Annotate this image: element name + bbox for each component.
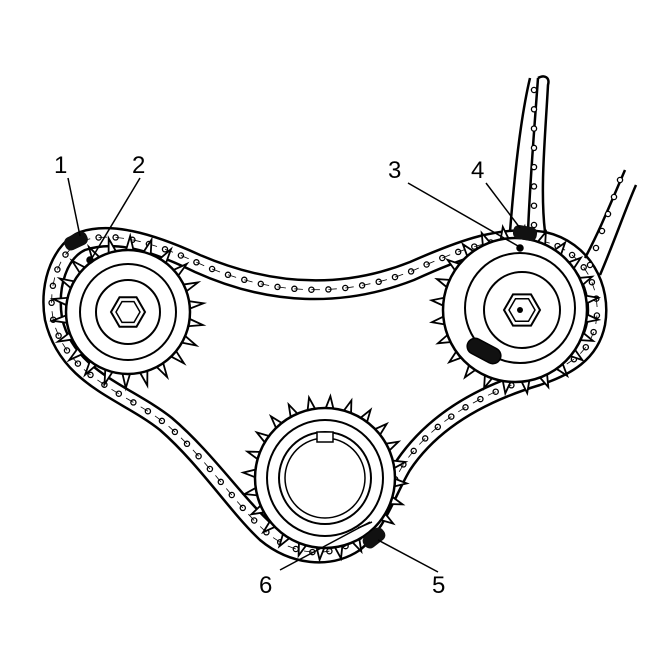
callout-5: 5 xyxy=(432,572,445,599)
leader-5 xyxy=(378,540,438,572)
callout-1: 1 xyxy=(54,152,67,179)
chain-roller xyxy=(531,87,536,92)
chain-roller xyxy=(242,277,247,282)
leader-4 xyxy=(486,183,520,228)
chain-roller xyxy=(531,107,536,112)
leader-3 xyxy=(408,183,518,246)
chain-roller xyxy=(531,165,536,170)
chain-roller xyxy=(611,194,616,199)
leader-1 xyxy=(68,178,80,236)
chain-roller xyxy=(593,245,598,250)
chain-roller xyxy=(531,222,536,227)
chain-roller xyxy=(531,126,536,131)
callout-6: 6 xyxy=(259,572,272,599)
chain-roller xyxy=(531,203,536,208)
chain-roller xyxy=(617,177,622,182)
callout-3: 3 xyxy=(388,157,401,184)
callout-2: 2 xyxy=(132,152,145,179)
chain-roller xyxy=(605,211,610,216)
chain-roller xyxy=(531,184,536,189)
crankshaft-keyway xyxy=(317,432,333,442)
chain-roller xyxy=(162,247,167,252)
chain-roller xyxy=(587,262,592,267)
chain-roller xyxy=(531,145,536,150)
callout-4: 4 xyxy=(471,157,484,184)
chain-roller xyxy=(599,228,604,233)
